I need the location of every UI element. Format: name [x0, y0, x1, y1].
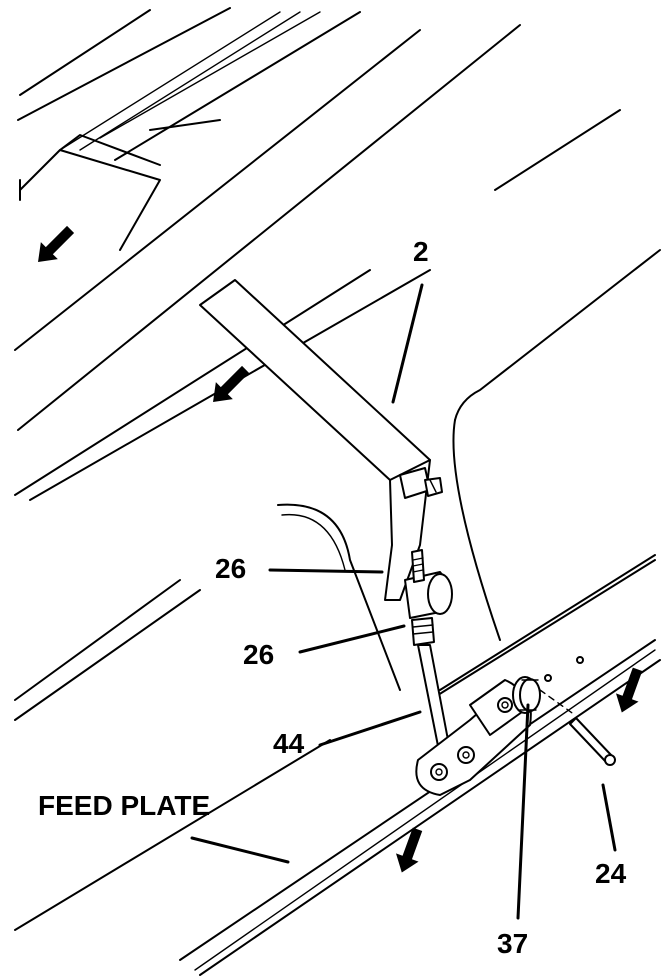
- feed-plate-beam: [179, 554, 661, 976]
- callout-part-26-lower: 26: [243, 639, 275, 670]
- arrow-down-left-icon: [38, 225, 643, 873]
- callout-part-24: 24: [595, 858, 627, 889]
- bushing-part-37: [512, 676, 541, 714]
- leader-lines: [190, 283, 617, 920]
- mount-plate: [415, 679, 532, 796]
- pin-part-24: [539, 689, 616, 766]
- callout-part-26-upper: 26: [215, 553, 247, 584]
- callout-part-37: 37: [497, 928, 529, 959]
- arm-bracket-part-2: [199, 279, 431, 601]
- callout-feed-plate: FEED PLATE: [38, 790, 211, 821]
- side-panels: [14, 249, 661, 931]
- swivel-block-part-26: [404, 549, 453, 619]
- bracket-bolt: [399, 467, 443, 499]
- callout-part-2: 2: [413, 236, 429, 267]
- callout-part-44: 44: [273, 728, 305, 759]
- jam-nut-part-26: [411, 617, 435, 646]
- upper-panel: [14, 7, 621, 431]
